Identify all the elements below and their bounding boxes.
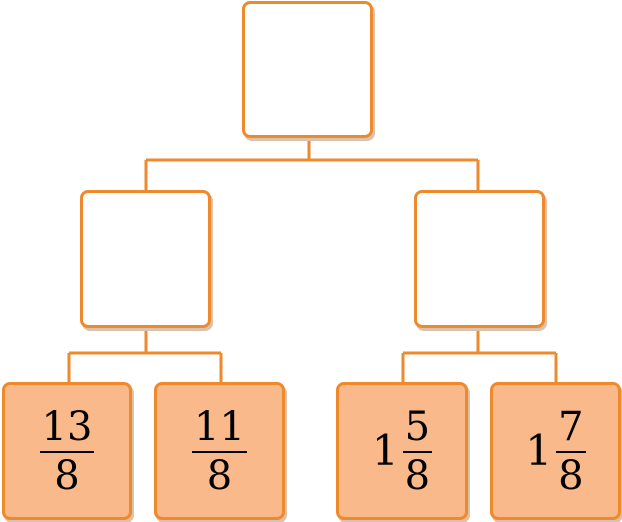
- whole-part: 1: [371, 426, 399, 475]
- mixed-number: 11 8: [192, 406, 247, 497]
- fraction: 13 8: [39, 403, 95, 499]
- fraction-bar: [192, 450, 247, 453]
- left-node: [80, 190, 211, 328]
- fraction-bar: [39, 450, 95, 453]
- fraction-bar: [402, 450, 433, 453]
- leaf-node-3: 1 5 8: [336, 382, 468, 520]
- fraction: 11 8: [192, 406, 247, 497]
- denominator: 8: [54, 452, 80, 499]
- numerator: 13: [41, 403, 93, 450]
- fraction: 5 8: [402, 403, 433, 499]
- numerator: 5: [404, 403, 431, 450]
- root-node: [242, 1, 373, 138]
- right-node: [414, 190, 545, 328]
- denominator: 8: [558, 452, 584, 499]
- denominator: 8: [206, 452, 233, 499]
- whole-part: 1: [525, 426, 553, 475]
- mixed-number: 1 7 8: [525, 403, 586, 499]
- mixed-number: 1 5 8: [371, 403, 433, 499]
- denominator: 8: [404, 452, 431, 499]
- fraction-bar: [556, 450, 586, 453]
- numerator: 11: [194, 403, 245, 450]
- leaf-node-4: 1 7 8: [490, 382, 621, 520]
- fraction: 7 8: [556, 403, 586, 499]
- mixed-number: 13 8: [39, 403, 95, 499]
- leaf-node-1: 13 8: [2, 382, 132, 520]
- numerator: 7: [558, 403, 584, 450]
- leaf-node-2: 11 8: [154, 382, 285, 520]
